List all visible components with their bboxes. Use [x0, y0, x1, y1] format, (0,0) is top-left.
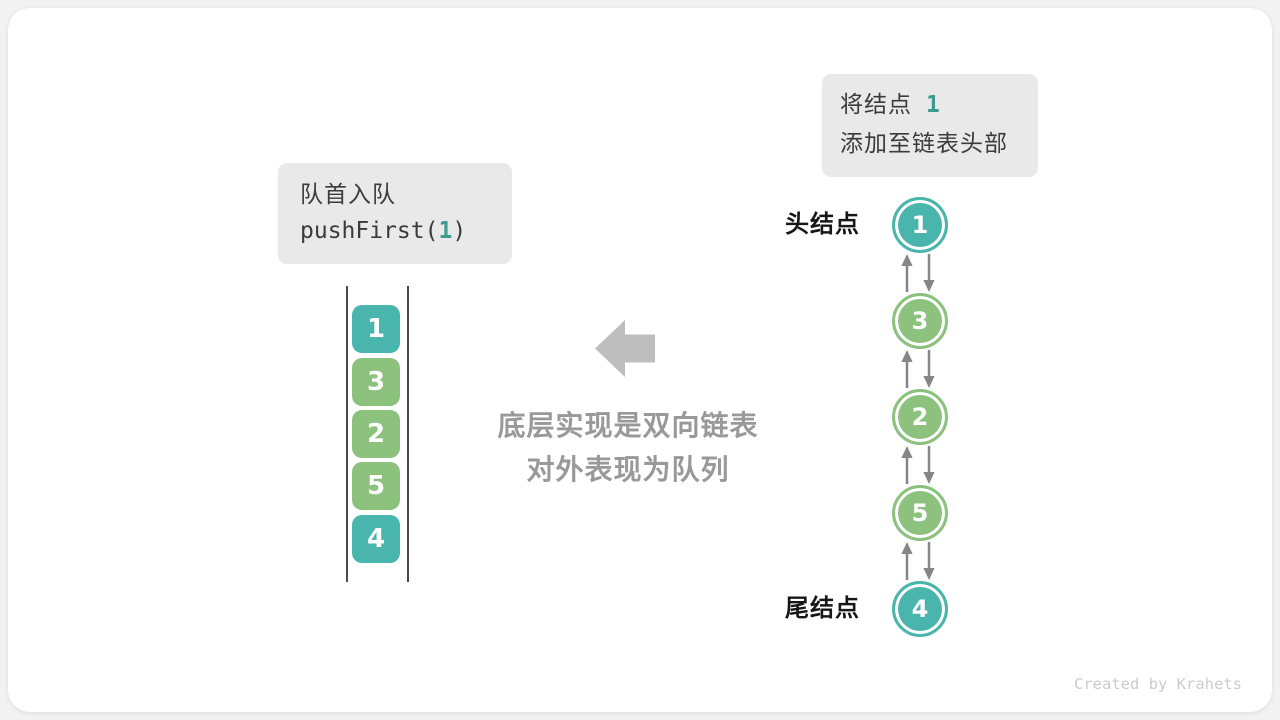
list-node: 2 [892, 389, 948, 445]
queue-item: 3 [352, 358, 400, 406]
queue-item: 4 [352, 515, 400, 563]
queue-operation-label: 队首入队 pushFirst(1) [278, 163, 512, 264]
tail-node-label: 尾结点 [785, 595, 860, 622]
watermark: Created by Krahets [1074, 675, 1242, 693]
queue-operation-code: pushFirst(1) [300, 213, 512, 250]
bidirectional-arrow-icon [901, 254, 935, 292]
code-pre: pushFirst( [300, 218, 439, 244]
list-node: 1 [892, 197, 948, 253]
queue-item: 1 [352, 305, 400, 353]
list-node: 4 [892, 581, 948, 637]
code-arg: 1 [438, 218, 453, 244]
bidirectional-arrow-icon [901, 446, 935, 484]
label-arg: 1 [926, 92, 941, 118]
queue-item: 5 [352, 462, 400, 510]
list-operation-line1: 将结点 1 [840, 85, 1038, 124]
caption: 底层实现是双向链表 对外表现为队列 [478, 404, 778, 492]
bidirectional-arrow-icon [901, 350, 935, 388]
code-post: ) [452, 218, 467, 244]
head-node-label: 头结点 [785, 211, 860, 238]
caption-line1: 底层实现是双向链表 [497, 410, 759, 441]
list-operation-label: 将结点 1 添加至链表头部 [822, 74, 1038, 177]
queue-item: 2 [352, 410, 400, 458]
bidirectional-arrow-icon [901, 542, 935, 580]
label-pre: 将结点 [840, 91, 912, 117]
left-block-arrow-icon [595, 320, 655, 377]
list-operation-line2: 添加至链表头部 [840, 130, 1008, 156]
list-node: 5 [892, 485, 948, 541]
caption-line2: 对外表现为队列 [526, 454, 730, 485]
queue-wall-left [346, 286, 348, 582]
queue-wall-right [407, 286, 409, 582]
list-node: 3 [892, 293, 948, 349]
queue-operation-title: 队首入队 [300, 181, 396, 207]
